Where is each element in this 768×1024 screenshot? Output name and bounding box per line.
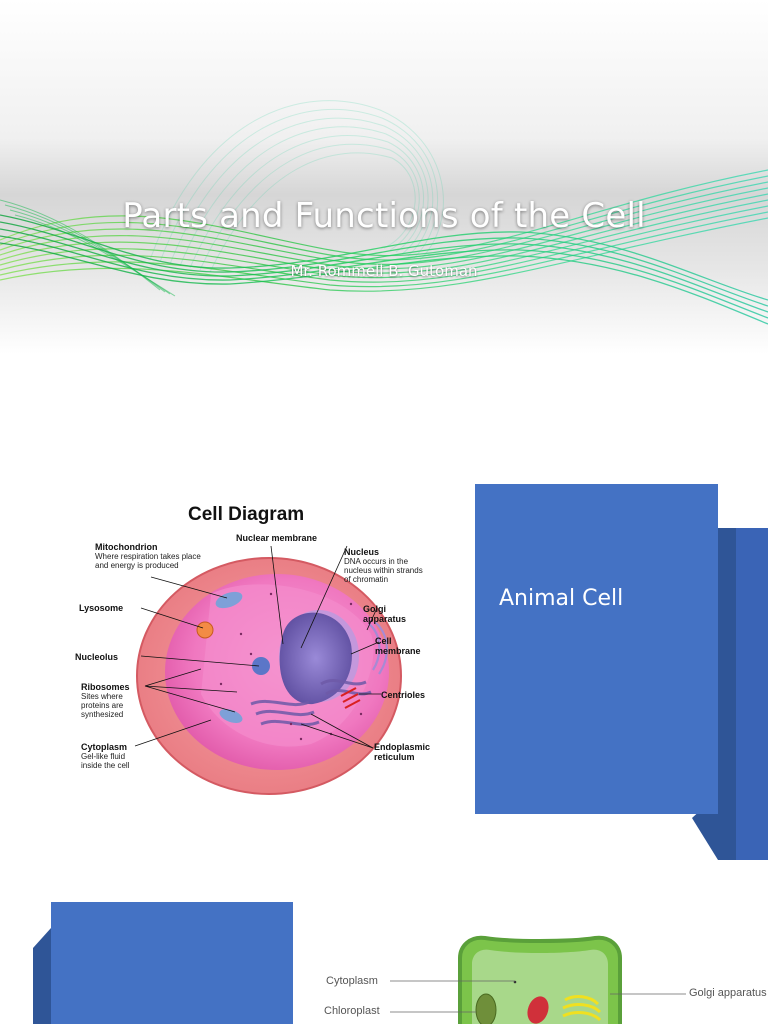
label-chloroplast: Chloroplast	[324, 1005, 380, 1017]
blue-title-panel	[475, 484, 718, 814]
panel-fold-shape	[692, 528, 736, 860]
presentation-title: Parts and Functions of the Cell	[122, 196, 646, 236]
green-ribbon-background	[0, 0, 768, 432]
presenter-name: Mr. Rommell B. Gutoman	[290, 262, 478, 280]
label-centrioles: Centrioles	[381, 690, 426, 700]
cell-diagram-title: Cell Diagram	[188, 504, 305, 525]
label-ribosomes: Ribosomes Sites where proteins are synth…	[81, 682, 130, 719]
label-nucleus: Nucleus DNA occurs in the nucleus within…	[344, 547, 423, 584]
label-cytoplasm: Cytoplasm Gel-like fluid inside the cell	[81, 742, 130, 770]
label-golgi-apparatus: Golgi apparatus	[363, 604, 407, 624]
label-mitochondrion: Mitochondrion Where respiration takes pl…	[95, 542, 201, 570]
title-slide: Parts and Functions of the Cell Mr. Romm…	[0, 0, 768, 432]
blue-title-panel	[51, 902, 293, 1024]
label-lysosome: Lysosome	[79, 603, 124, 613]
panel-title: Animal Cell	[499, 586, 624, 611]
animal-cell-slide: Cell Diagram	[0, 470, 768, 870]
label-nucleolus: Nucleolus	[75, 652, 119, 662]
animal-cell-illustration	[134, 545, 402, 795]
label-golgi-apparatus: Golgi apparatus	[689, 987, 767, 999]
label-nuclear-membrane: Nuclear membrane	[236, 533, 318, 543]
label-cytoplasm: Cytoplasm	[326, 975, 378, 987]
label-endoplasmic-reticulum: Endoplasmic reticulum	[374, 742, 431, 762]
panel-shadow-back	[736, 528, 768, 860]
plant-cell-illustration	[390, 935, 686, 1024]
panel-fold-shape-left	[33, 928, 51, 1024]
cell-diagram-image: Cell Diagram	[51, 484, 474, 816]
plant-cell-slide: Cytoplasm Chloroplast Golgi apparatus	[0, 878, 768, 1024]
label-cell-membrane: Cell membrane	[375, 636, 421, 656]
